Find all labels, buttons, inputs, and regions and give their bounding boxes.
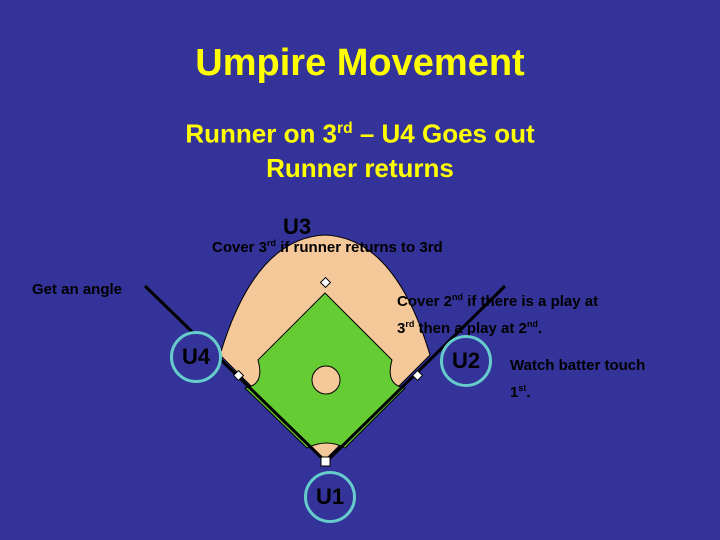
subtitle-line-1: Runner on 3rd – U4 Goes out xyxy=(185,118,535,149)
note-cover-2nd: Cover 2nd if there is a play at 3rd then… xyxy=(397,292,599,337)
umpire-u3: U3 xyxy=(283,214,312,239)
note-watch-batter: Watch batter touch 1st. xyxy=(510,357,646,401)
second-base xyxy=(319,276,332,289)
third-base xyxy=(232,369,245,382)
note-cover-3rd: Cover 3rd if runner returns to 3rd xyxy=(212,238,443,256)
subtitle-line-2: Runner returns xyxy=(266,152,454,183)
slide-subtitle: Runner on 3rd – U4 Goes out Runner retur… xyxy=(0,112,720,185)
slide-title: Umpire Movement xyxy=(195,42,525,84)
umpire-u4: U4 xyxy=(170,331,222,383)
umpire-u2: U2 xyxy=(440,335,492,387)
pitchers-mound xyxy=(311,365,341,395)
first-base xyxy=(411,369,424,382)
home-plate xyxy=(320,456,331,467)
note-get-an-angle: Get an angle xyxy=(32,281,123,298)
umpire-u1: U1 xyxy=(304,471,356,523)
